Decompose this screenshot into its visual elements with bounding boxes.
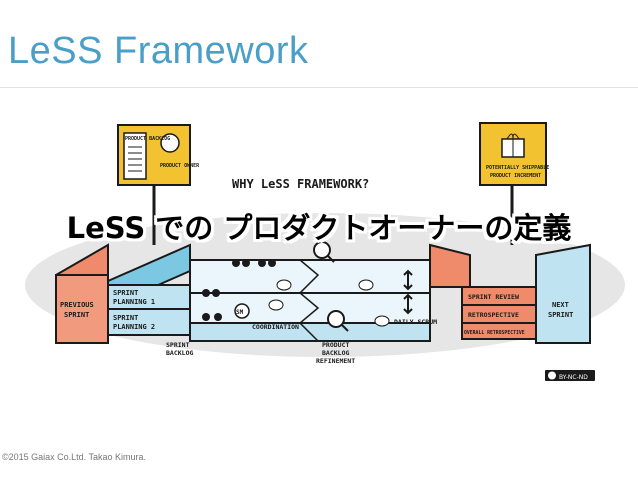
product-backlog-label: PRODUCT BACKLOG — [125, 136, 170, 142]
backlog-refinement-label: PRODUCT — [322, 341, 349, 349]
svg-text:PLANNING 1: PLANNING 1 — [113, 298, 155, 306]
less-framework-diagram: PRODUCT BACKLOG PRODUCT OWNER POTENTIALL… — [25, 122, 625, 381]
team-member-icon — [258, 259, 266, 267]
product-increment-label: PRODUCT INCREMENT — [490, 173, 541, 179]
svg-text:PLANNING 2: PLANNING 2 — [113, 323, 155, 331]
svg-text:REFINEMENT: REFINEMENT — [316, 357, 355, 365]
svg-text:NEXT: NEXT — [552, 301, 569, 309]
retrospective-label: RETROSPECTIVE — [468, 311, 519, 319]
magnifier-icon — [327, 310, 345, 328]
product-backlog-sign: PRODUCT BACKLOG PRODUCT OWNER — [117, 124, 200, 245]
slide-title: LeSS Framework — [8, 30, 309, 72]
speech-bubble-icon — [374, 315, 390, 327]
coordination-label: COORDINATION — [252, 323, 299, 331]
overall-retrospective-label: OVERALL RETROSPECTIVE — [464, 330, 525, 336]
product-owner-face-icon — [160, 133, 180, 153]
team-member-icon — [212, 289, 220, 297]
svg-text:SPRINT: SPRINT — [113, 289, 138, 297]
scrum-master-icon — [234, 303, 250, 319]
speech-bubble-icon — [358, 279, 374, 291]
speech-bubble-icon — [268, 299, 284, 311]
svg-text:SM: SM — [236, 309, 244, 316]
diagram-heading: WHY LeSS FRAMEWORK? — [232, 177, 369, 191]
daily-scrum-label: DAILY SCRUM — [394, 318, 437, 326]
team-member-icon — [242, 259, 250, 267]
speech-bubble-icon — [276, 279, 292, 291]
backlog-list-icon — [123, 132, 147, 180]
team-member-icon — [268, 259, 276, 267]
potentially-shippable-label: POTENTIALLY SHIPPABLE — [486, 165, 549, 171]
svg-text:BY-NC-ND: BY-NC-ND — [559, 374, 588, 381]
arrow-icon — [403, 269, 413, 291]
copyright-footer: ©2015 Gaiax Co.Ltd. Takao Kimura. — [2, 452, 147, 462]
previous-sprint-block: PREVIOUS SPRINT — [55, 243, 109, 344]
review-retrospective-blocks: SPRINT REVIEW RETROSPECTIVE OVERALL RETR… — [429, 243, 537, 340]
team-member-icon — [202, 313, 210, 321]
svg-text:BACKLOG: BACKLOG — [166, 349, 193, 357]
product-owner-label: PRODUCT OWNER — [160, 163, 200, 169]
creative-commons-icon — [548, 371, 556, 380]
sprint-review-label: SPRINT REVIEW — [468, 293, 519, 301]
svg-text:BACKLOG: BACKLOG — [322, 349, 349, 357]
team-member-icon — [232, 259, 240, 267]
sprint-backlog-label: SPRINT — [166, 341, 190, 349]
slide-headline: LeSS での プロダクトオーナーの定義 — [66, 211, 572, 245]
magnifier-icon — [313, 241, 331, 259]
license-badge: BY-NC-ND — [545, 370, 595, 381]
team-member-icon — [202, 289, 210, 297]
svg-text:SPRINT: SPRINT — [113, 314, 138, 322]
title-divider — [0, 87, 638, 88]
svg-text:SPRINT: SPRINT — [548, 311, 573, 319]
next-sprint-block: NEXT SPRINT — [535, 243, 591, 344]
team-member-icon — [214, 313, 222, 321]
svg-text:SPRINT: SPRINT — [64, 311, 89, 319]
arrow-icon — [403, 293, 413, 315]
sprint-lanes: SM COORDINATION DAILY SCRUM — [189, 241, 437, 342]
svg-text:PREVIOUS: PREVIOUS — [60, 301, 94, 309]
product-increment-sign: POTENTIALLY SHIPPABLE PRODUCT INCREMENT — [479, 122, 549, 245]
